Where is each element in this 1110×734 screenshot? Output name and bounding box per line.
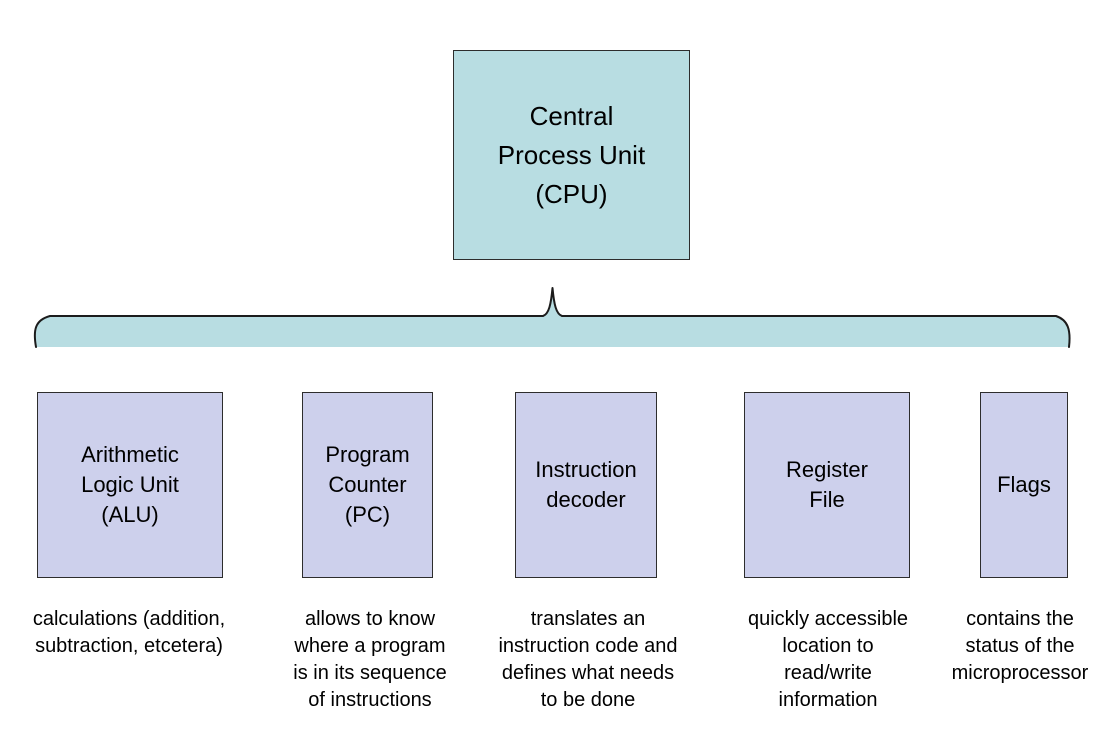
cpu-box: Central Process Unit (CPU) — [453, 50, 690, 260]
brace-outline — [33, 287, 1071, 348]
component-box-pc-label: Program Counter (PC) — [325, 442, 410, 527]
component-box-register-file-label: Register File — [786, 457, 868, 512]
component-box-flags-label: Flags — [997, 472, 1051, 497]
component-box-register-file: Register File — [744, 392, 910, 578]
component-box-pc: Program Counter (PC) — [302, 392, 433, 578]
brace-connector — [33, 287, 1071, 348]
brace-fill — [34, 288, 1070, 347]
component-box-alu: Arithmetic Logic Unit (ALU) — [37, 392, 223, 578]
component-box-instruction-decoder-label: Instruction decoder — [535, 457, 637, 512]
cpu-box-label: Central Process Unit (CPU) — [497, 100, 646, 209]
component-box-instruction-decoder: Instruction decoder — [515, 392, 657, 578]
component-description-alu: calculations (addition, subtraction, etc… — [32, 608, 226, 657]
component-description-instruction-decoder: translates an instruction code and defin… — [498, 608, 678, 711]
component-description-flags: contains the status of the microprocesso… — [951, 608, 1089, 684]
component-description-register-file: quickly accessible location to read/writ… — [747, 608, 909, 711]
component-box-flags: Flags — [980, 392, 1068, 578]
component-box-alu-label: Arithmetic Logic Unit (ALU) — [81, 442, 179, 527]
component-description-pc: allows to know where a program is in its… — [293, 608, 447, 711]
